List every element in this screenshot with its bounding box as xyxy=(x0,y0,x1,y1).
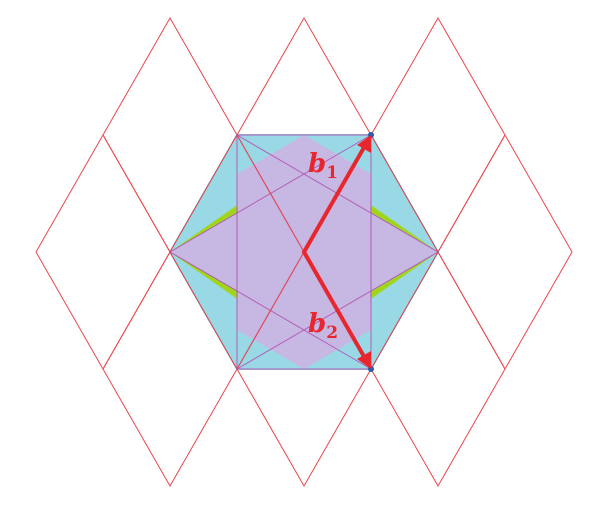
label-b1-letter: b xyxy=(308,149,326,179)
inner-star-right xyxy=(371,213,438,291)
label-b1-subscript: 1 xyxy=(326,163,338,183)
arrow-head-icon xyxy=(357,351,371,369)
arrow-head-icon xyxy=(357,135,371,153)
lattice-line xyxy=(169,251,238,370)
lattice-line xyxy=(236,134,305,253)
vector-b1-line xyxy=(302,142,368,254)
lattice-line xyxy=(169,134,238,253)
label-b2-subscript: 2 xyxy=(326,323,338,343)
lattice-line xyxy=(236,251,305,370)
lattice-line xyxy=(370,251,439,370)
label-b2: b2 xyxy=(308,309,338,343)
vector-b2-line xyxy=(302,250,368,362)
label-b1: b1 xyxy=(308,149,338,183)
basis-vectors xyxy=(302,142,368,362)
lattice-line xyxy=(370,134,439,253)
label-b2-letter: b xyxy=(308,309,326,339)
inner-star-left xyxy=(170,213,237,291)
